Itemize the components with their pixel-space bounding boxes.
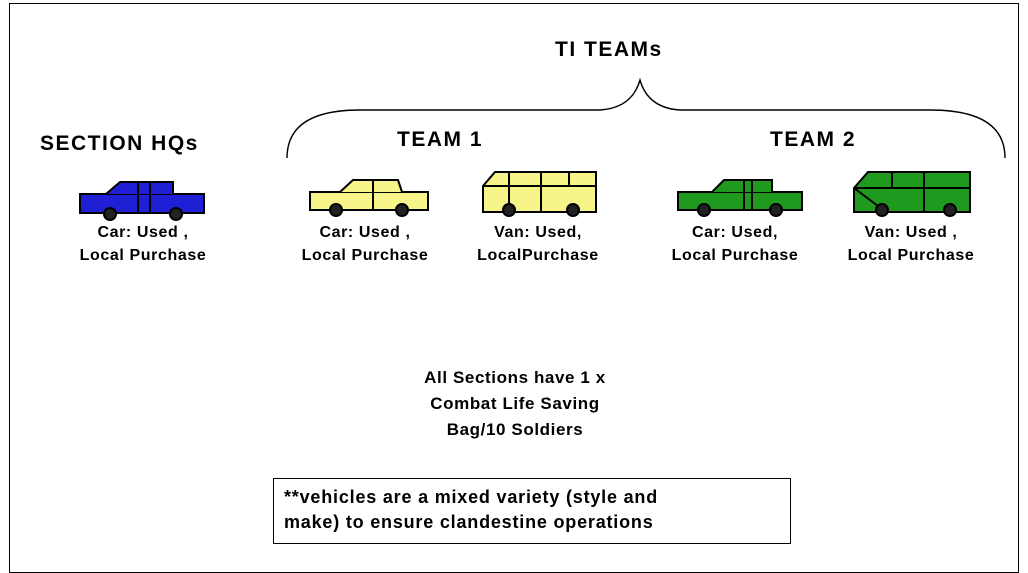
- team1-van-label: Van: Used, LocalPurchase: [453, 221, 623, 267]
- hq-vehicle-label-line2: Local Purchase: [79, 247, 207, 264]
- team2-truck-icon: [677, 179, 803, 217]
- team1-title: TEAM 1: [397, 128, 484, 151]
- hq-vehicle-label: Car: Used , Local Purchase: [48, 221, 238, 267]
- combat-life-saving-note: All Sections have 1 x Combat Life Saving…: [330, 365, 700, 443]
- hq-vehicle-label-line1: Car: Used ,: [97, 224, 189, 241]
- team1-truck-icon: [309, 179, 429, 217]
- team2-car-label-line1: Car: Used,: [691, 224, 779, 241]
- team1-van-icon: [482, 171, 597, 217]
- ti-teams-heading: TI TEAMs: [555, 38, 663, 61]
- footer-line-3: Bag/10 Soldiers: [446, 420, 584, 439]
- team2-car-label-line2: Local Purchase: [671, 247, 799, 264]
- team2-title: TEAM 2: [770, 128, 857, 151]
- team1-car-label: Car: Used , Local Purchase: [280, 221, 450, 267]
- team1-van-label-line2: LocalPurchase: [477, 247, 599, 264]
- section-hq-title: SECTION HQs: [40, 132, 199, 155]
- team2-van-label-line1: Van: Used ,: [864, 224, 958, 241]
- team2-car-label: Car: Used, Local Purchase: [650, 221, 820, 267]
- team2-van-label-line2: Local Purchase: [847, 247, 975, 264]
- team1-car-label-line2: Local Purchase: [301, 247, 429, 264]
- team2-van-icon: [853, 171, 971, 217]
- note-line-2: make) to ensure clandestine operations: [284, 512, 654, 532]
- hq-truck-icon: [79, 181, 205, 221]
- footer-line-2: Combat Life Saving: [430, 394, 600, 413]
- vehicles-note-box: **vehicles are a mixed variety (style an…: [273, 478, 791, 544]
- team2-van-label: Van: Used , Local Purchase: [826, 221, 996, 267]
- teams-brace: [286, 77, 1006, 159]
- footer-line-1: All Sections have 1 x: [424, 368, 606, 387]
- team1-car-label-line1: Car: Used ,: [319, 224, 411, 241]
- team1-van-label-line1: Van: Used,: [494, 224, 582, 241]
- note-line-1: **vehicles are a mixed variety (style an…: [284, 487, 658, 507]
